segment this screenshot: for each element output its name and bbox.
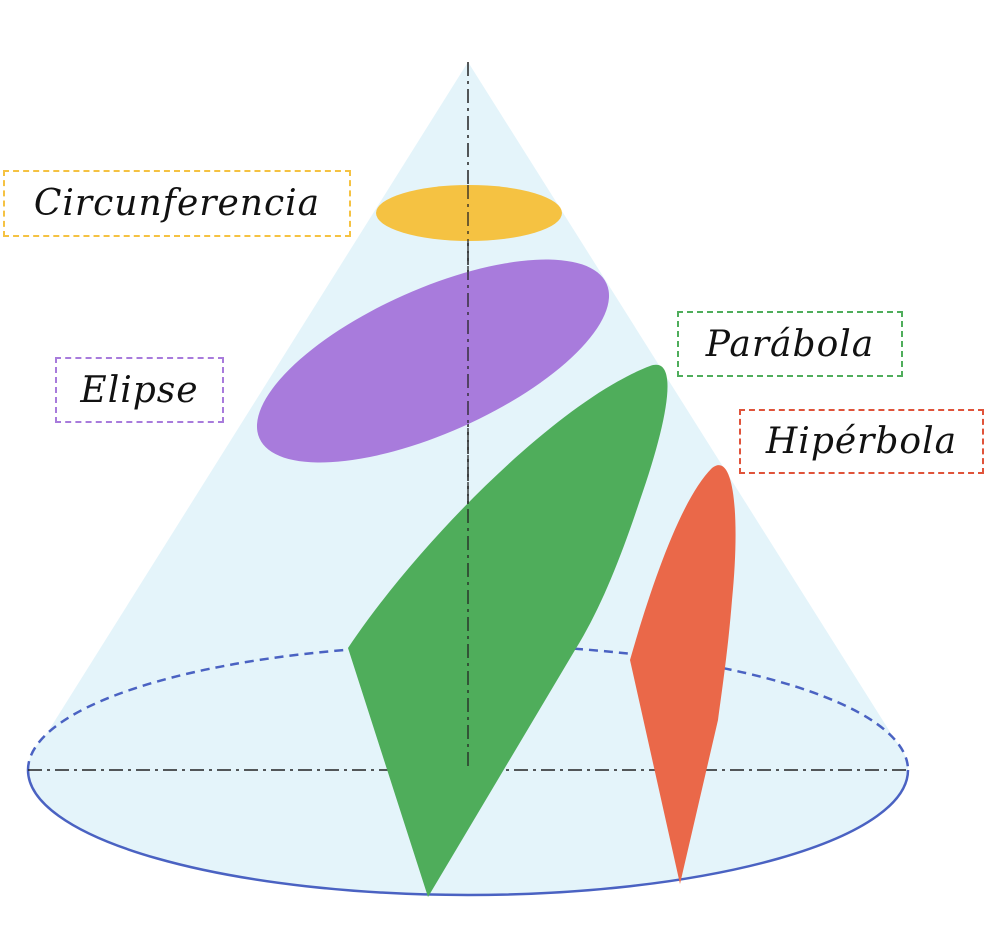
parabola-label: Parábola [677,311,903,377]
hyperbola-label: Hipérbola [739,409,984,474]
circle-section [376,185,562,241]
ellipse-label: Elipse [55,357,224,423]
circle-label: Circunferencia [3,170,351,237]
ellipse-section [256,259,610,463]
base-front-solid [26,769,910,897]
hyperbola-section [630,465,736,884]
base-back-dashed [26,643,910,771]
parabola-section [348,364,668,897]
